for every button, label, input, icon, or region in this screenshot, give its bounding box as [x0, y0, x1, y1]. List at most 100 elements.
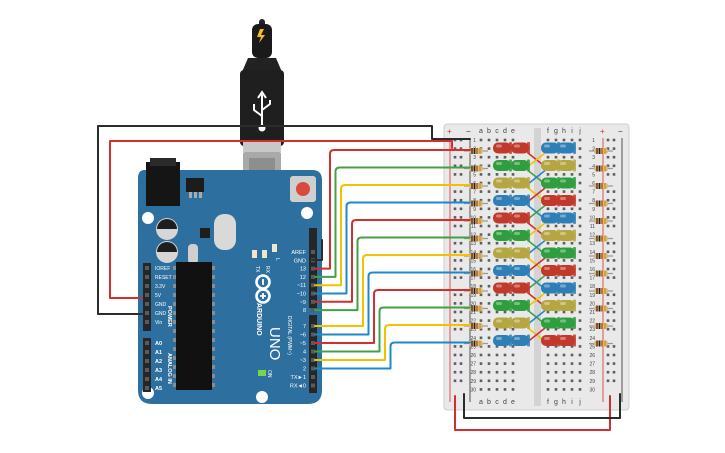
digital-pin-label: 8: [303, 308, 306, 314]
rail-plus-label-right: +: [600, 127, 605, 136]
column-label: a: [479, 128, 483, 135]
analog-pin[interactable]: [145, 341, 149, 345]
signal-wire-d4[interactable]: [314, 306, 471, 353]
row-number: 14: [470, 250, 476, 256]
row-number: 30: [589, 387, 595, 393]
signal-wire-d10[interactable]: [314, 201, 471, 295]
digital-pin[interactable]: [311, 291, 315, 296]
5v-wire[interactable]: [109, 140, 453, 299]
led-red: [557, 194, 576, 207]
led-red: [557, 334, 576, 347]
digital-pin[interactable]: [311, 299, 315, 304]
resistor: [589, 165, 613, 172]
row-number: 18: [470, 284, 476, 290]
signal-wire-d2[interactable]: [314, 341, 471, 370]
power-pin[interactable]: [145, 266, 149, 270]
digital-pin[interactable]: [311, 283, 315, 288]
resistor: [464, 218, 488, 224]
row-number: 7: [592, 190, 595, 196]
row-number: 23: [589, 327, 595, 333]
row-number: 16: [470, 267, 476, 273]
digital-pin[interactable]: [311, 375, 315, 379]
analog-pin-label: A3: [155, 368, 162, 374]
power-header-title: POWER: [166, 306, 172, 327]
analog-header-title: ANALOG IN: [166, 353, 172, 384]
analog-pin[interactable]: [145, 377, 149, 381]
signal-wire-d5[interactable]: [314, 289, 471, 344]
row-number: 10: [589, 215, 595, 221]
led-red: [511, 212, 530, 224]
column-label: f: [547, 128, 549, 135]
row-number: 15: [470, 258, 476, 264]
rx-label: RX: [264, 266, 270, 274]
led-yellow: [557, 229, 576, 242]
gnd-wire[interactable]: [311, 239, 323, 261]
digital-pin[interactable]: [311, 250, 315, 254]
mount-hole: [301, 207, 313, 219]
digital-pin[interactable]: [311, 349, 315, 354]
led-green: [557, 247, 576, 259]
digital-pin-label: 2: [303, 367, 306, 373]
signal-wire-d8[interactable]: [314, 236, 471, 312]
power-pin[interactable]: [145, 302, 149, 306]
arduino-board[interactable]: TX RX L ARDUINO UNO ON IOREFRESET3.3V5VG…: [138, 158, 322, 404]
led-green: [557, 317, 576, 329]
analog-pin[interactable]: [145, 350, 149, 354]
analog-pin[interactable]: [145, 386, 149, 390]
column-label: c: [495, 128, 499, 135]
led-blue: [493, 194, 512, 207]
digital-pin[interactable]: [311, 266, 315, 271]
digital-pin[interactable]: [311, 358, 315, 362]
power-pin[interactable]: [145, 293, 149, 297]
row-number: 1: [592, 138, 595, 144]
signal-wire-d13[interactable]: [314, 149, 471, 270]
power-led: [258, 370, 266, 376]
row-number: 30: [470, 387, 476, 393]
signal-wire-d12[interactable]: [314, 166, 471, 278]
row-number: 20: [470, 301, 476, 307]
power-pin-label: 5V: [155, 293, 162, 299]
signal-wire-d7[interactable]: [314, 254, 471, 327]
resistor: [589, 235, 613, 242]
rail-bridge-black[interactable]: [463, 393, 621, 419]
signal-wire-d9[interactable]: [314, 219, 471, 303]
row-number: 13: [470, 241, 476, 247]
brand-label: ARDUINO: [255, 303, 262, 336]
power-pin[interactable]: [145, 275, 149, 279]
power-pin[interactable]: [145, 284, 149, 288]
digital-pin[interactable]: [311, 274, 315, 279]
signal-wire-d11[interactable]: [314, 184, 471, 287]
resistor: [589, 270, 613, 277]
gnd-loop-wire[interactable]: [97, 125, 471, 315]
rail-bridge-red[interactable]: [454, 395, 611, 431]
led-green: [557, 177, 576, 189]
row-number: 1: [473, 138, 476, 144]
row-number: 19: [589, 293, 595, 299]
analog-pin[interactable]: [145, 368, 149, 372]
digital-pin[interactable]: [311, 324, 315, 328]
digital-pin[interactable]: [311, 341, 315, 345]
digital-pin[interactable]: [311, 383, 315, 388]
led-yellow: [511, 317, 530, 329]
row-number: 23: [470, 327, 476, 333]
signal-wire-d6[interactable]: [314, 271, 471, 336]
row-number: 28: [470, 370, 476, 376]
cross-wires: [527, 152, 546, 343]
signal-wire-d3[interactable]: [314, 324, 471, 361]
led-green: [511, 299, 530, 312]
power-pin[interactable]: [145, 320, 149, 324]
power-pin[interactable]: [145, 311, 149, 315]
analog-pin[interactable]: [145, 359, 149, 363]
power-pin-label: GND: [155, 311, 167, 317]
row-number: 5: [473, 172, 476, 178]
digital-pin-label: 12: [300, 275, 306, 281]
digital-pin-label: 7: [303, 324, 306, 330]
column-label: f: [547, 399, 549, 406]
column-label: i: [571, 399, 573, 406]
digital-pin[interactable]: [311, 308, 315, 313]
digital-pin[interactable]: [311, 366, 315, 371]
row-number: 9: [592, 207, 595, 213]
analog-pin-label: A5: [155, 386, 162, 392]
digital-pin[interactable]: [311, 332, 315, 337]
